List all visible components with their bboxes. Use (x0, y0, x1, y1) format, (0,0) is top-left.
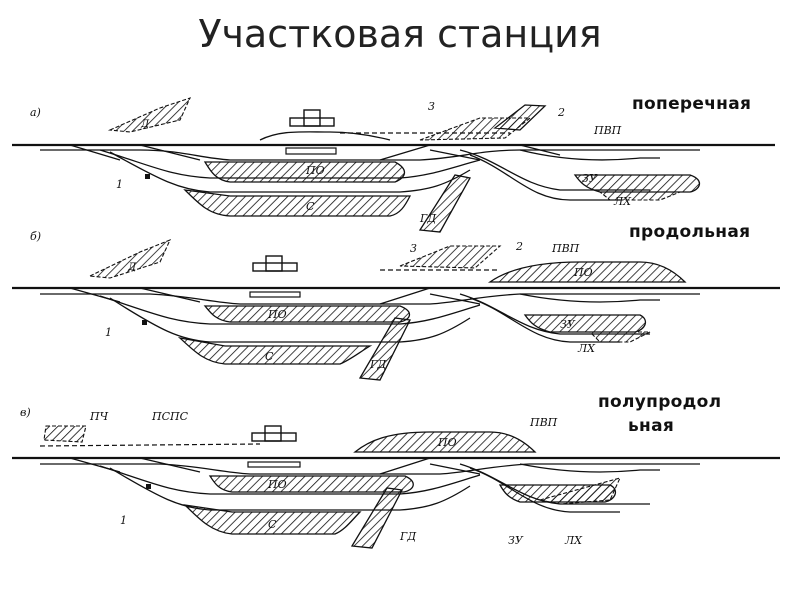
locomotive-depot-area (208, 475, 414, 493)
label-po2: ПО (573, 266, 593, 279)
label-po: ПО (267, 478, 287, 491)
crossover (69, 457, 481, 475)
label-1: 1 (120, 514, 127, 527)
station-track (469, 297, 620, 343)
signal-point (146, 484, 151, 489)
station-track (109, 151, 471, 193)
label-lh: ЛХ (564, 534, 583, 547)
label-s: С (265, 350, 274, 363)
station-building (303, 109, 321, 127)
label-3: 3 (428, 100, 435, 113)
cargo-yard (350, 487, 404, 549)
label-pvp: ПВП (593, 124, 622, 137)
cargo-yard (418, 174, 472, 233)
platform (247, 461, 301, 468)
crossover (69, 144, 561, 161)
scheme-c-letter: в) (20, 406, 31, 419)
depot-area (87, 238, 172, 279)
freight-yard (183, 189, 412, 217)
scheme-a-type-label: поперечная (632, 94, 752, 114)
label-pvp: ПВП (529, 416, 558, 429)
label-zu: ЗУ (560, 318, 576, 331)
freight-yard (183, 504, 362, 535)
label-po: ПО (267, 308, 287, 321)
locomotive-depot-area (203, 305, 411, 323)
station-track (99, 149, 481, 179)
station-track (99, 465, 481, 495)
maintenance-area (523, 314, 647, 333)
label-2: 2 (515, 240, 523, 253)
label-po2: ПО (437, 436, 457, 449)
label-pch: ПЧ (89, 410, 109, 423)
signal-point (142, 320, 147, 325)
station-track (259, 131, 391, 141)
label-2: 2 (557, 106, 565, 119)
label-gd: ГД (369, 358, 387, 371)
station-building (251, 432, 297, 442)
freight-yard (177, 336, 373, 365)
label-psps: ПСПС (151, 410, 189, 423)
passenger-yard (353, 431, 537, 453)
station-track (519, 293, 660, 303)
station-building (265, 255, 283, 272)
connecting-track (39, 443, 261, 447)
station-track (40, 149, 700, 161)
scheme-c-type-label-line2: ьная (628, 416, 675, 436)
scheme-a-letter: а) (30, 106, 41, 119)
maintenance-area (598, 191, 681, 201)
maintenance-area (588, 331, 651, 343)
label-zu: ЗУ (582, 172, 598, 185)
station-building (289, 117, 335, 127)
crossover (69, 287, 481, 305)
scheme-b-type-label: продольная (629, 222, 751, 242)
scheme-b: б) 1 ГД Д ПО С 3 2 ПВП ПО ЗУ ЛХ (12, 230, 780, 381)
scheme-c-type-label-line1: полупродол (598, 392, 722, 412)
signal-point (145, 174, 150, 179)
maintenance-area (539, 477, 621, 505)
label-s: С (268, 518, 277, 531)
label-gd: ГД (419, 212, 437, 225)
depot-area (399, 245, 502, 269)
label-1: 1 (105, 326, 112, 339)
label-d: Д (127, 262, 137, 273)
scheme-a: а) 1 ГД Д ПО (12, 97, 775, 233)
depot-area (107, 97, 192, 133)
station-building (252, 262, 298, 272)
station-track (459, 149, 650, 191)
maintenance-area (573, 174, 701, 193)
label-1: 1 (116, 178, 123, 191)
platform (285, 147, 337, 155)
track-maintenance-area (43, 425, 87, 443)
label-lh: ЛХ (613, 195, 632, 208)
station-track (519, 463, 660, 473)
passenger-yard (487, 261, 687, 283)
scheme-b-letter: б) (30, 230, 41, 243)
locomotive-depot-area (203, 161, 406, 183)
label-po: ПО (305, 164, 325, 177)
label-gd: ГД (399, 530, 417, 543)
label-pvp: ПВП (551, 242, 580, 255)
label-s: С (306, 200, 315, 213)
station-track (469, 154, 620, 201)
station-track (519, 149, 660, 161)
station-track (99, 295, 481, 325)
label-zu: ЗУ (508, 534, 524, 547)
label-lh: ЛХ (577, 342, 596, 355)
depot-area (493, 104, 547, 131)
station-building (264, 425, 282, 442)
label-d: Д (140, 119, 150, 130)
label-3: 3 (410, 242, 417, 255)
platform (249, 291, 301, 298)
station-track (40, 463, 700, 475)
scheme-c: в) ПЧ ПСПС 1 ГД ПО С ПВП ПО ЗУ ЛХ (12, 406, 780, 549)
cargo-yard (358, 317, 411, 381)
page-title: Участковая станция (198, 12, 602, 56)
